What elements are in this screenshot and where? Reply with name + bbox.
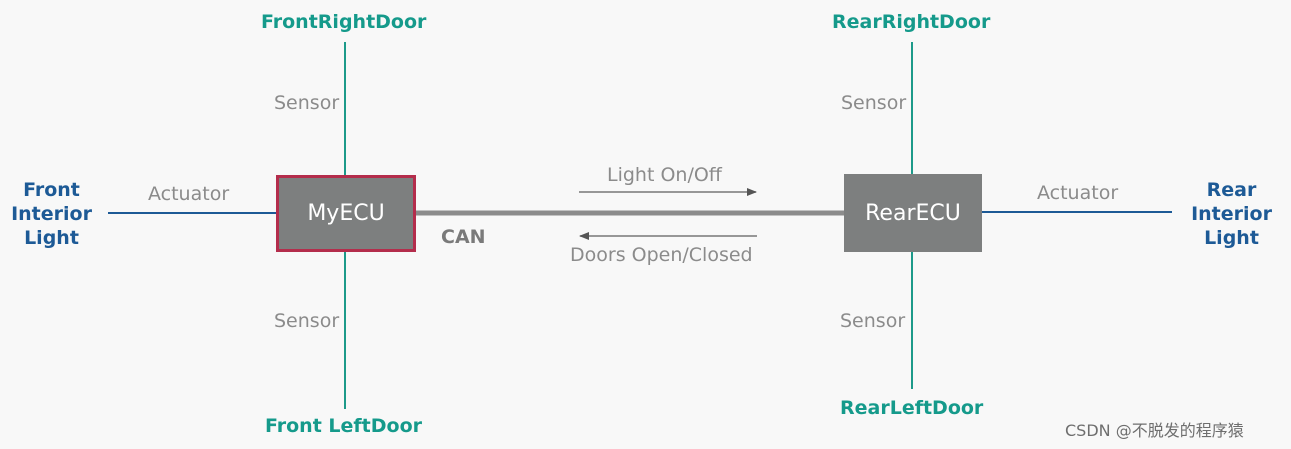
front-interior-light-label: Front Interior Light (11, 179, 92, 249)
rear-ecu-label: RearECU (865, 200, 961, 226)
sensor-label-front-top: Sensor (274, 92, 340, 114)
sensor-label-rear-top: Sensor (841, 92, 907, 114)
doors-message-label: Doors Open/Closed (570, 244, 753, 266)
rear-ecu-box: RearECU (844, 174, 982, 252)
light-message-label: Light On/Off (607, 164, 722, 186)
rear-interior-light-label: Rear Interior Light (1191, 179, 1272, 249)
front-left-door-label: Front LeftDoor (265, 415, 423, 437)
my-ecu-box: MyECU (276, 175, 416, 252)
actuator-label-front: Actuator (148, 183, 230, 205)
rear-left-door-label: RearLeftDoor (840, 397, 984, 419)
sensor-label-front-bottom: Sensor (274, 310, 340, 332)
can-bus-label: CAN (441, 226, 486, 248)
actuator-label-rear: Actuator (1037, 182, 1119, 204)
sensor-label-rear-bottom: Sensor (840, 310, 906, 332)
my-ecu-label: MyECU (307, 201, 385, 226)
rear-right-door-label: RearRightDoor (832, 11, 991, 33)
front-right-door-label: FrontRightDoor (261, 11, 427, 33)
csdn-watermark: CSDN @不脱发的程序猿 (1065, 421, 1244, 440)
